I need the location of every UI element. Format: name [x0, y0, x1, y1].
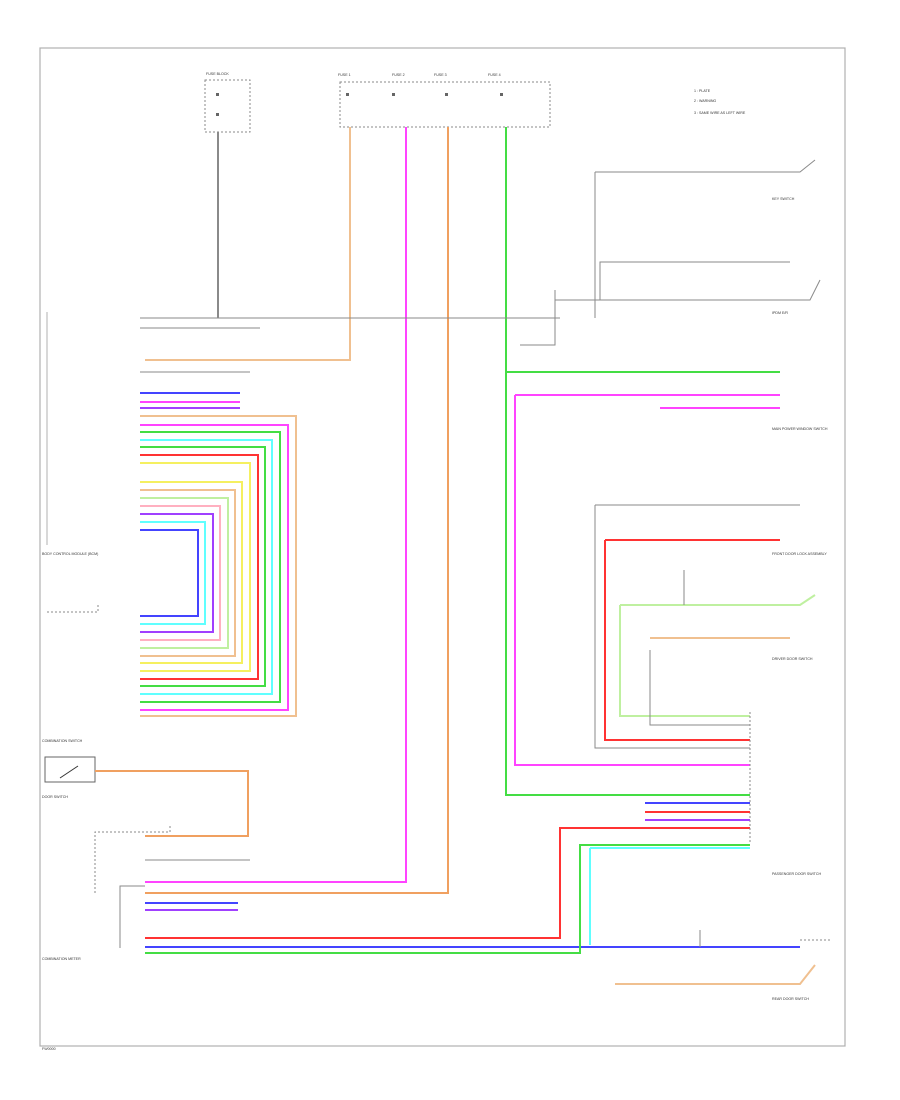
- door-switch-body: [44, 756, 96, 783]
- main-power-window-feeds: MAIN POWER WINDOW SWITCH: [506, 371, 828, 766]
- ipdm: IPDM E/R: [520, 261, 821, 346]
- combination-meter-label: COMBINATION METER: [42, 957, 81, 961]
- legend-item: 1 : PLATE: [694, 89, 711, 93]
- rear-door-switch-label: REAR DOOR SWITCH: [772, 997, 809, 1001]
- legend-item: 2 : WARNING: [694, 99, 716, 103]
- key-switch: KEY SWITCH: [594, 159, 816, 318]
- diagram-frame: [39, 47, 846, 1047]
- driver-door-switch: DRIVER DOOR SWITCH: [619, 570, 816, 726]
- key-switch-label: KEY SWITCH: [772, 197, 795, 201]
- ipdm-label: IPDM E/R: [772, 311, 788, 315]
- fuse-1-label: FUSE 1: [338, 73, 351, 77]
- legend-item: 3 : SAME WIRE AS LEFT WIRE: [694, 111, 746, 115]
- fuse-blocks: FUSE BLOCK FUSE 1 FUSE 2 FUSE 3 FUSE 4: [204, 72, 551, 133]
- bcm-connector: BODY CONTROL MODULE (BCM): [42, 312, 560, 556]
- fuse-3-label: FUSE 3: [434, 73, 447, 77]
- passenger-door-switch-label: PASSENGER DOOR SWITCH: [772, 872, 821, 876]
- bcm-label: BODY CONTROL MODULE (BCM): [42, 552, 98, 556]
- combination-meter: COMBINATION METER: [42, 826, 800, 961]
- front-door-lock-label: FRONT DOOR LOCK ASSEMBLY: [772, 552, 827, 556]
- driver-door-switch-label: DRIVER DOOR SWITCH: [772, 657, 813, 661]
- fuse-2-label: FUSE 2: [392, 73, 405, 77]
- fuse-block-1-label: FUSE BLOCK: [206, 72, 229, 76]
- main-power-window-label: MAIN POWER WINDOW SWITCH: [772, 427, 828, 431]
- figure-id: FW0000: [42, 1047, 56, 1051]
- combination-switch-label: COMBINATION SWITCH: [42, 739, 83, 743]
- fuse-block-2: [339, 81, 551, 128]
- fuse-block-1: [204, 79, 251, 133]
- front-door-lock: FRONT DOOR LOCK ASSEMBLY: [594, 504, 827, 749]
- legend: 1 : PLATE 2 : WARNING 3 : SAME WIRE AS L…: [694, 89, 746, 115]
- door-switch-label: DOOR SWITCH: [42, 795, 68, 799]
- bcm-combination-switch-harness: [140, 392, 297, 717]
- fuse-feed-wires: [145, 127, 750, 894]
- bcm-right-connector: [645, 712, 751, 842]
- rear-door-switch: REAR DOOR SWITCH: [615, 930, 830, 1001]
- fuse-4-label: FUSE 4: [488, 73, 501, 77]
- passenger-door-switch: PASSENGER DOOR SWITCH: [589, 847, 821, 945]
- combination-switch: COMBINATION SWITCH: [42, 605, 99, 743]
- door-switch-left: DOOR SWITCH: [42, 756, 249, 837]
